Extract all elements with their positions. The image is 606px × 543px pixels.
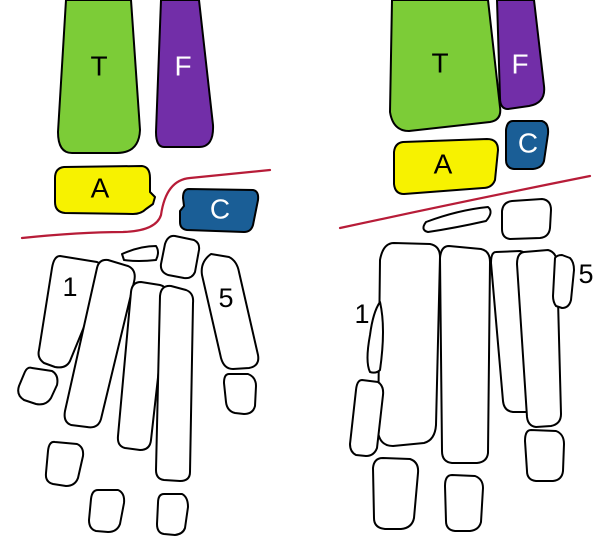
right-phalanx-2 [444,474,484,532]
left-phalanx-5 [223,373,257,415]
left-tibia-label: T [90,50,107,81]
right-fibula-label: F [511,48,528,79]
left-phalanx-1 [17,366,59,406]
left-tarsal-cube [159,234,201,280]
left-tibia [57,0,141,154]
right-tibia [389,0,502,132]
left-metatarsal-4 [155,284,195,482]
left-tarsal-small [121,245,159,262]
right-astragalus-label: A [434,148,453,179]
left-metatarsal-5 [200,253,260,370]
right-calcaneum [505,120,550,170]
right-phalanx-1 [372,457,420,530]
right-amputation-line [338,174,592,230]
left-calcaneum [179,188,260,233]
right-tarsal-small [422,206,492,233]
right-digit-5-label: 5 [578,259,593,289]
left-fibula-label: F [174,50,191,81]
left-digit-5-label: 5 [218,283,233,313]
right-digit-1-label: 1 [354,299,369,329]
right-phalanx-3 [524,429,565,482]
left-phalanx-2 [44,440,85,487]
right-tibia-label: T [431,47,448,78]
left-phalanx-4 [156,493,189,536]
left-astragalus [54,165,156,215]
right-metatarsal-1 [377,242,441,447]
right-sesamoid-1 [366,301,384,374]
left-amputation-line [20,168,272,240]
right-fibula [496,0,546,110]
right-astragalus [393,138,499,195]
right-foot: T F A C 1 5 [338,0,594,532]
right-metatarsal-2 [439,245,491,464]
left-astragalus-label: A [91,172,110,203]
right-phalanx-1-proximal [349,379,385,457]
left-calcaneum-label: C [210,193,230,224]
left-phalanx-3 [88,489,126,533]
left-fibula [155,0,215,148]
right-calcaneum-label: C [518,127,538,158]
left-metatarsal-2 [63,258,136,429]
right-metatarsal-5 [552,254,575,309]
left-foot: T F A C 1 5 [17,0,272,536]
right-tarsal-cube [501,198,552,240]
left-digit-1-label: 1 [62,272,77,302]
